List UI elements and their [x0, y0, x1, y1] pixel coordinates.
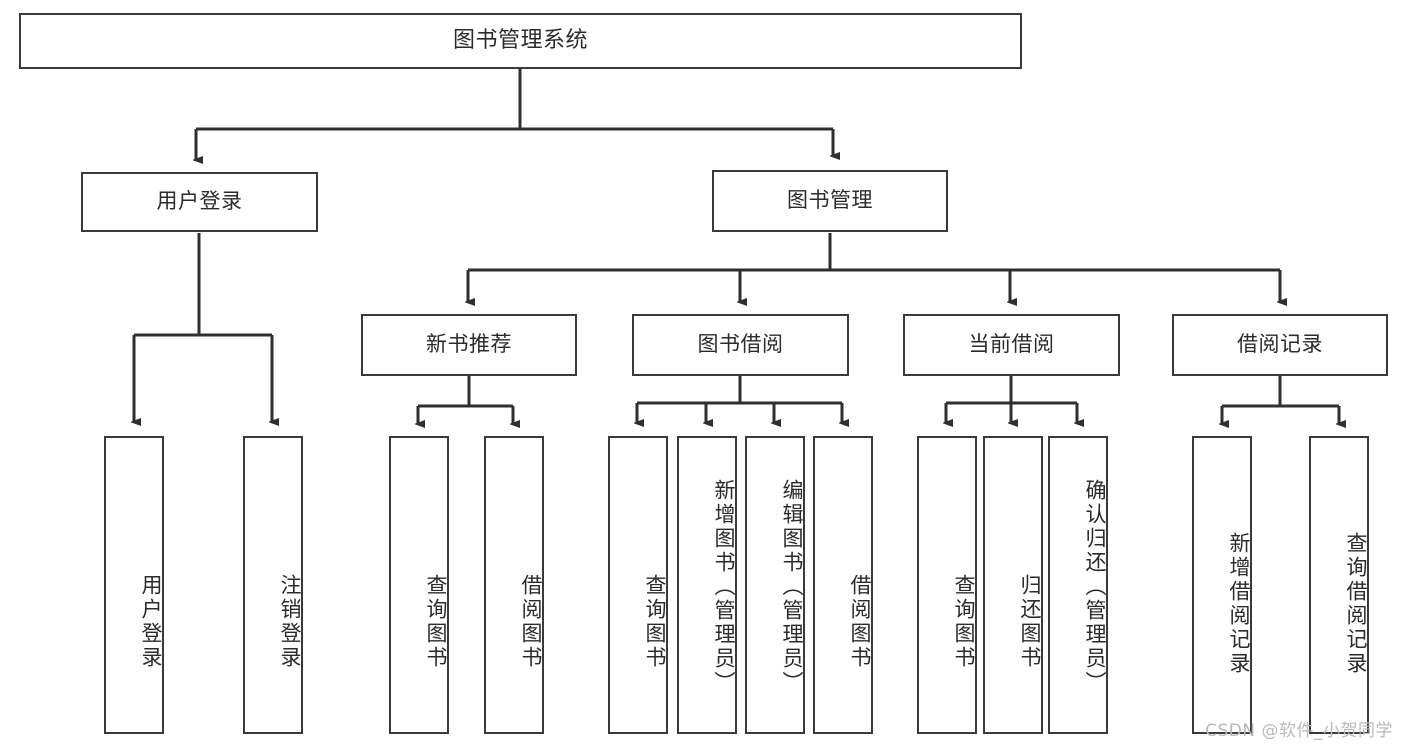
leaf-book-borrow-edit-book-admin[interactable]: 编辑图书（管理员）	[745, 436, 805, 734]
leaf-user-login-logout[interactable]: 注销登录	[243, 436, 303, 734]
csdn-watermark: CSDN @软件_小贺同学	[1205, 721, 1393, 741]
leaf-borrow-record-add-record[interactable]: 新增借阅记录	[1192, 436, 1252, 734]
leaf-current-borrow-query-book[interactable]: 查询图书	[917, 436, 977, 734]
node-label: 新增图书（管理员）	[712, 479, 736, 695]
node-label: 查询图书	[952, 574, 976, 670]
node-label: 借阅记录	[1237, 332, 1323, 357]
node-label: 注销登录	[278, 574, 302, 670]
node-label: 查询图书	[643, 574, 667, 670]
node-label: 新书推荐	[426, 332, 512, 357]
leaf-book-borrow-borrow-book[interactable]: 借阅图书	[813, 436, 873, 734]
node-label: 图书管理	[787, 188, 873, 213]
node-label: 确认归还（管理员）	[1083, 479, 1107, 695]
leaf-current-borrow-return-book[interactable]: 归还图书	[983, 436, 1043, 734]
node-new-book-recommend[interactable]: 新书推荐	[361, 314, 577, 376]
node-label: 归还图书	[1018, 574, 1042, 670]
node-label: 新增借阅记录	[1227, 532, 1251, 676]
node-label: 图书管理系统	[452, 27, 588, 53]
node-label: 当前借阅	[968, 332, 1055, 357]
leaf-user-login-login[interactable]: 用户登录	[104, 436, 164, 734]
node-label: 借阅图书	[848, 574, 872, 670]
node-root-book-management-system[interactable]: 图书管理系统	[19, 13, 1022, 69]
node-book-borrow[interactable]: 图书借阅	[632, 314, 849, 376]
leaf-current-borrow-confirm-return-admin[interactable]: 确认归还（管理员）	[1048, 436, 1108, 734]
leaf-new-book-query-book[interactable]: 查询图书	[389, 436, 449, 734]
node-label: 图书借阅	[697, 332, 784, 357]
node-label: 用户登录	[139, 574, 163, 670]
node-label: 查询图书	[424, 574, 448, 670]
leaf-book-borrow-add-book-admin[interactable]: 新增图书（管理员）	[677, 436, 737, 734]
node-current-borrow[interactable]: 当前借阅	[903, 314, 1120, 376]
leaf-borrow-record-query-record[interactable]: 查询借阅记录	[1309, 436, 1369, 734]
node-label: 用户登录	[156, 189, 243, 214]
node-borrow-record[interactable]: 借阅记录	[1172, 314, 1388, 376]
node-label: 借阅图书	[519, 574, 543, 670]
leaf-book-borrow-query-book[interactable]: 查询图书	[608, 436, 668, 734]
node-user-login[interactable]: 用户登录	[81, 172, 318, 232]
leaf-new-book-borrow-book[interactable]: 借阅图书	[484, 436, 544, 734]
node-label: 编辑图书（管理员）	[780, 479, 804, 695]
node-book-management[interactable]: 图书管理	[712, 170, 948, 232]
node-label: 查询借阅记录	[1344, 532, 1368, 676]
